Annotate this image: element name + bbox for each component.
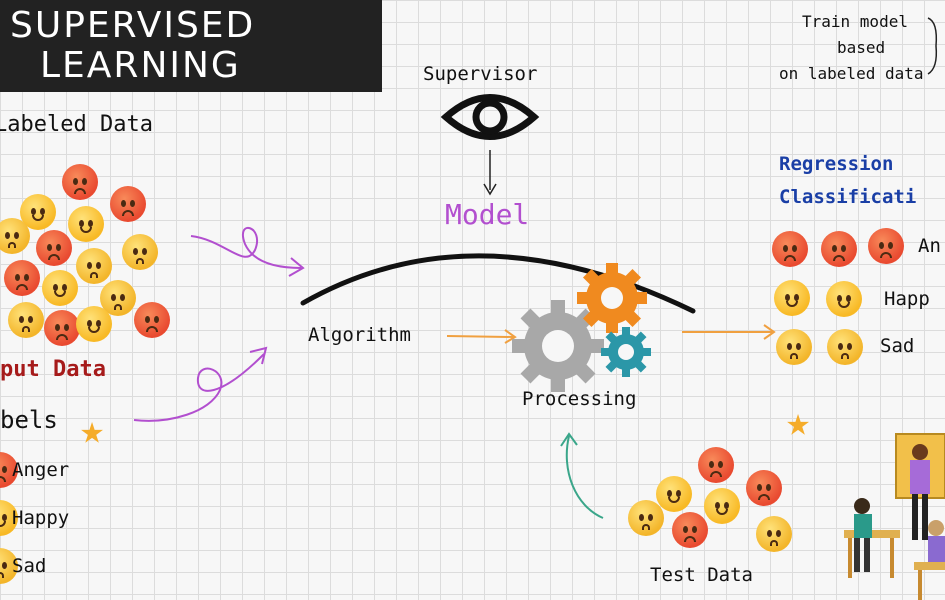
train-note-line-2: based <box>837 38 886 57</box>
happy-emoji-icon <box>0 500 18 536</box>
happy-emoji-icon <box>656 476 692 512</box>
anger-emoji-icon <box>0 452 18 488</box>
output-arrow <box>682 324 776 340</box>
result-sad-label: Sad <box>880 335 915 357</box>
anger-emoji-icon <box>746 470 782 506</box>
legend-anger-label: Anger <box>12 459 70 481</box>
train-note-line-3: on labeled data <box>779 64 924 83</box>
labeled-data-label: Labeled Data <box>0 112 153 137</box>
results-star-icon: ★ <box>786 399 811 445</box>
model-label: Model <box>445 198 530 231</box>
supervisor-label: Supervisor <box>423 63 538 85</box>
title-line-1: SUPERVISED <box>10 5 256 46</box>
sad-emoji-icon <box>756 516 792 552</box>
train-note-bracket <box>927 17 938 75</box>
supervisor-arrow <box>483 150 497 196</box>
labels-label: bels <box>0 406 58 434</box>
happy-emoji-icon <box>68 206 104 242</box>
regression-label: Regression <box>779 153 894 175</box>
sad-emoji-icon <box>8 302 44 338</box>
sad-emoji-icon <box>0 548 18 584</box>
result-happy-label: Happ <box>884 288 930 310</box>
anger-emoji-icon <box>62 164 98 200</box>
anger-emoji-icon <box>110 186 146 222</box>
algorithm-arrow <box>446 329 517 344</box>
happy-emoji-icon <box>704 488 740 524</box>
anger-emoji-icon <box>44 310 80 346</box>
anger-emoji-icon <box>134 302 170 338</box>
anger-emoji-icon <box>36 230 72 266</box>
legend-sad-label: Sad <box>12 555 47 577</box>
algorithm-label: Algorithm <box>308 324 411 346</box>
sad-emoji-icon <box>628 500 664 536</box>
processing-gears-icon <box>512 263 651 392</box>
classroom-illustration <box>844 433 945 600</box>
title-banner: SUPERVISED LEARNING <box>0 0 382 92</box>
happy-emoji-icon <box>76 306 112 342</box>
test-data-label: Test Data <box>650 564 753 586</box>
sad-emoji-icon <box>122 234 158 270</box>
labeled-data-arrow <box>190 226 305 277</box>
train-note-line-1: Train model <box>802 12 908 31</box>
sad-emoji-icon <box>776 329 812 365</box>
anger-emoji-icon <box>4 260 40 296</box>
happy-emoji-icon <box>826 281 862 317</box>
processing-label: Processing <box>522 388 637 410</box>
anger-emoji-icon <box>772 231 808 267</box>
input-data-label: put Data <box>0 357 106 382</box>
sad-emoji-icon <box>0 218 30 254</box>
classification-label: Classificati <box>779 186 917 208</box>
sad-emoji-icon <box>76 248 112 284</box>
result-anger-label: An <box>918 235 941 257</box>
title-line-2: LEARNING <box>40 45 241 86</box>
input-data-arrow <box>133 346 268 422</box>
anger-emoji-icon <box>868 228 904 264</box>
anger-emoji-icon <box>698 447 734 483</box>
labels-star-icon: ★ <box>80 407 105 453</box>
legend-happy-label: Happy <box>12 507 70 529</box>
sad-emoji-icon <box>827 329 863 365</box>
eye-icon <box>440 94 540 140</box>
anger-emoji-icon <box>821 231 857 267</box>
happy-emoji-icon <box>42 270 78 306</box>
anger-emoji-icon <box>672 512 708 548</box>
happy-emoji-icon <box>774 280 810 316</box>
test-data-arrow <box>560 432 604 519</box>
